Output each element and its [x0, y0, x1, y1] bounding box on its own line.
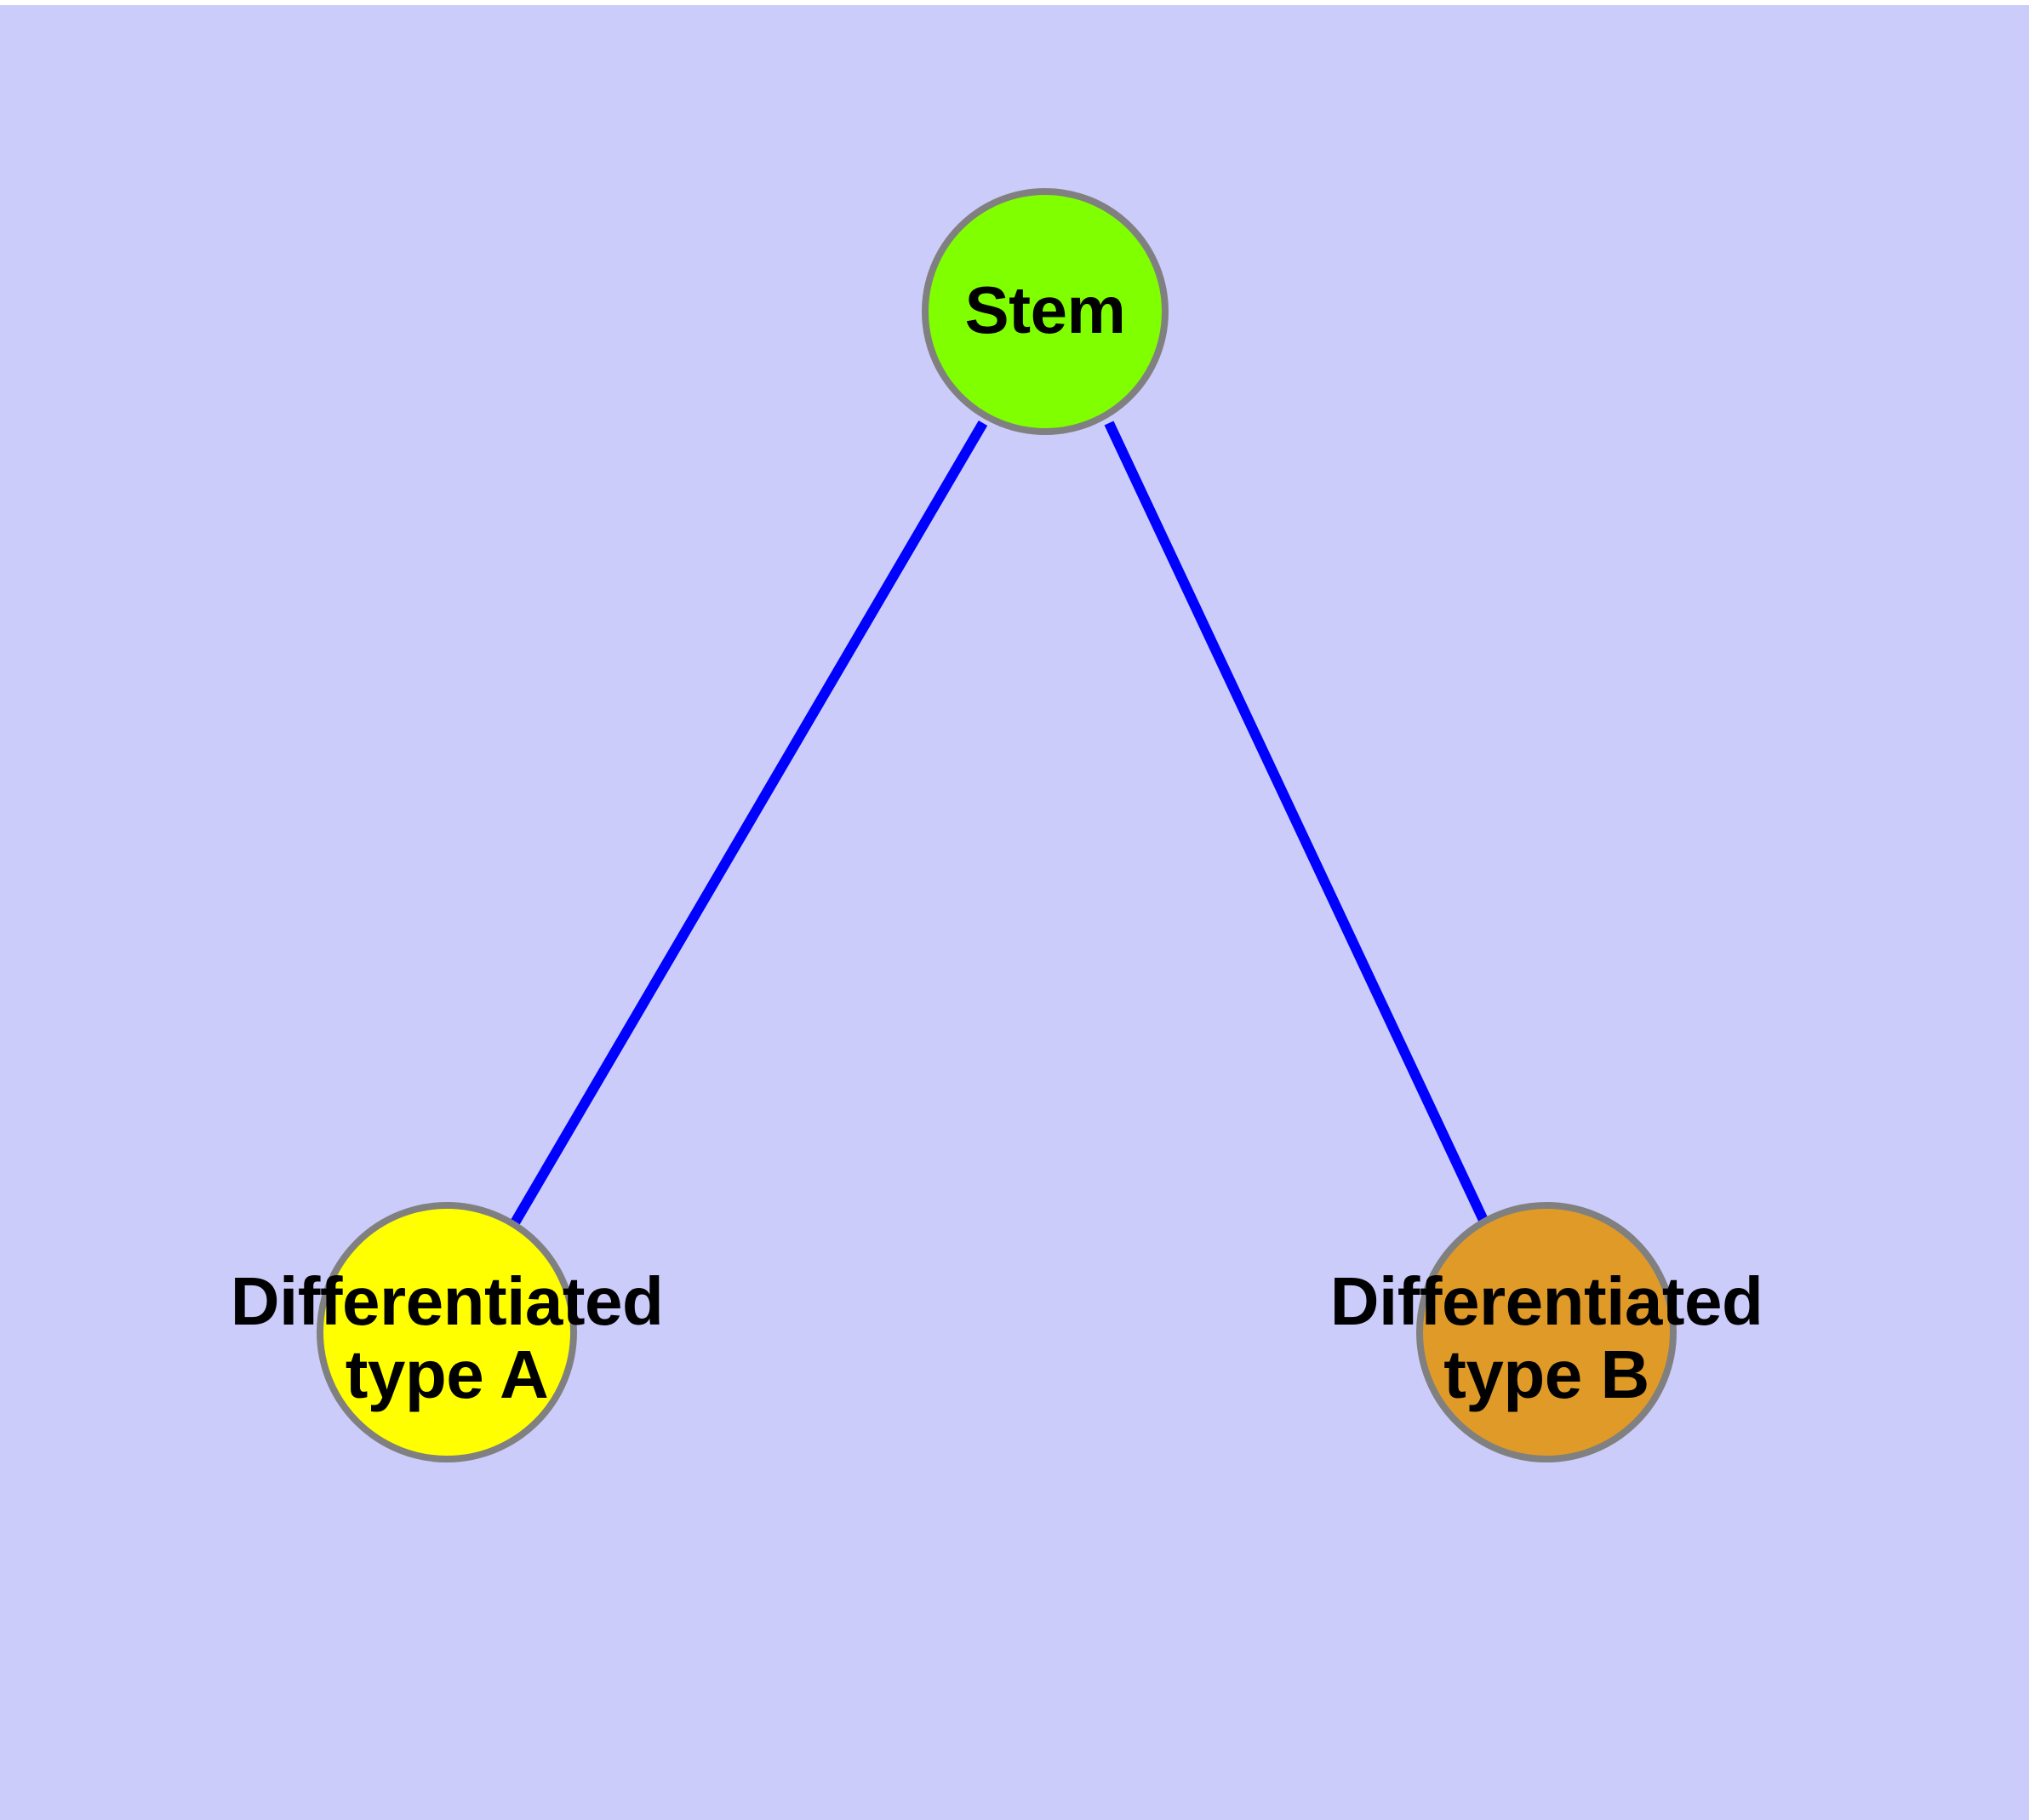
node-circle-diff-a[interactable] [317, 1202, 577, 1462]
edge-layer [509, 420, 1493, 1232]
node-layer [317, 188, 1677, 1462]
edge-stem-to-diff-a [509, 420, 988, 1228]
edge-stem-to-diff-b [1104, 421, 1493, 1232]
node-circle-stem[interactable] [922, 188, 1169, 435]
node-circle-diff-b[interactable] [1416, 1202, 1677, 1462]
